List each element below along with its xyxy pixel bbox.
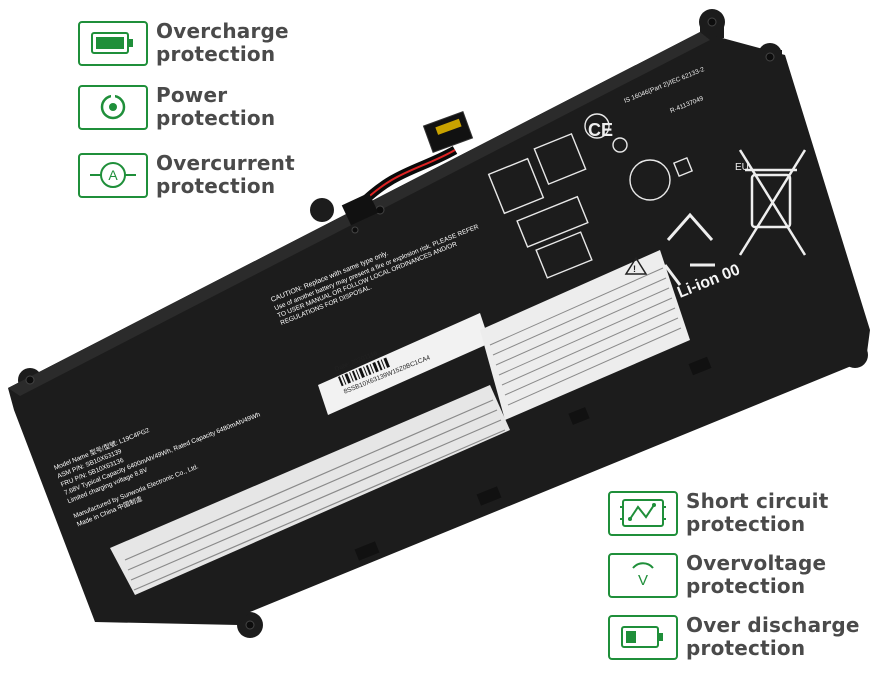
barcode [338,357,390,387]
circuit-board-icon [608,490,678,536]
power-icon [78,84,148,130]
recycle-badge [629,159,671,201]
feature-subtitle: protection [686,574,806,598]
svg-text:!: ! [633,264,636,274]
feature-title: Overcharge [156,19,289,43]
feature-title: Over discharge [686,613,860,637]
battery-connector [341,111,474,226]
barcode-label: Date: 20201116 8SSB10X63139W15Z0BC1CA4 [318,313,490,415]
feature-subtitle: protection [156,106,276,130]
voltage-icon: V [608,552,678,598]
ammeter-icon: A [78,152,148,198]
ce-mark: CE [588,120,613,140]
feature-title: Overvoltage [686,551,827,575]
warning-sticker-right: ! [480,250,690,420]
svg-text:A: A [108,167,118,183]
battery-full-icon [78,20,148,66]
feature-title: Overcurrent [156,151,295,175]
feature-subtitle: protection [686,512,806,536]
feature-subtitle: protection [156,174,276,198]
eu-label: EU [735,162,749,173]
battery-pack: Model Name 型号/型號: L19C4PG2 ASM P/N: SB10… [8,9,870,638]
recycle-icon [663,212,715,286]
feature-title: Short circuit [686,489,829,513]
feature-title: Power [156,83,228,107]
svg-text:V: V [638,572,648,589]
crossed-bin-icon [738,149,807,256]
certification-marks [487,113,694,279]
warning-sticker-lower [110,385,510,595]
feature-subtitle: protection [156,42,276,66]
feature-subtitle: protection [686,636,806,660]
battery-low-icon [608,614,678,660]
